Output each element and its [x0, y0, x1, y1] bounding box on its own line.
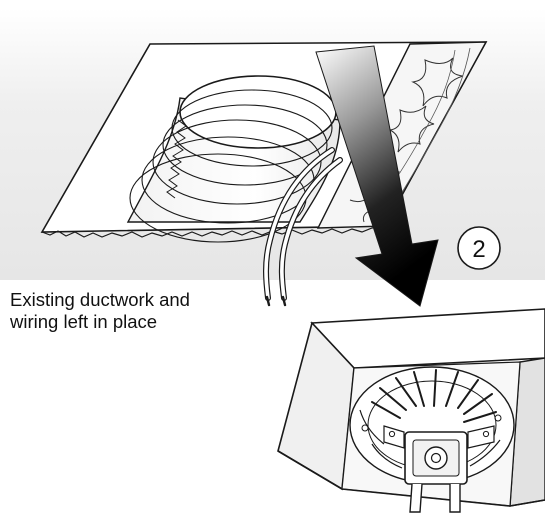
- step-badge: 2: [457, 226, 501, 270]
- existing-wires: [263, 147, 343, 307]
- down-arrow-icon: [315, 45, 439, 307]
- fan-motor-icon: [349, 366, 515, 513]
- caption-line-1: Existing ductwork and: [10, 289, 190, 310]
- caption-line-2: wiring left in place: [10, 311, 158, 332]
- caption: Existing ductwork and wiring left in pla…: [10, 289, 190, 333]
- step-number: 2: [472, 236, 485, 263]
